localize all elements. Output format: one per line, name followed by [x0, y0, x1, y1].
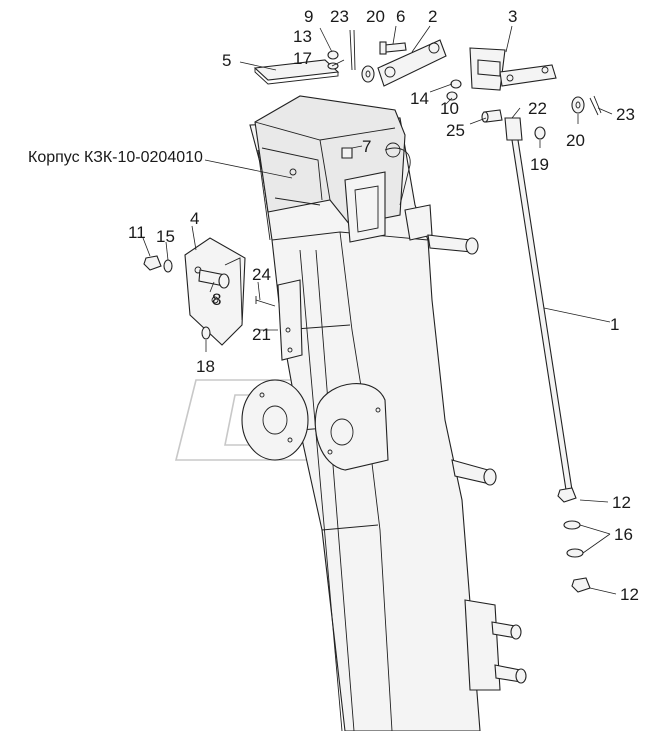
shaft-upper	[427, 234, 479, 255]
callout-14: 14	[410, 89, 429, 108]
part-24-bolt	[255, 296, 276, 307]
flange-left	[241, 379, 309, 461]
shaft-lower	[464, 599, 527, 691]
part-12-nut-upper	[557, 487, 577, 503]
callout-17: 17	[293, 49, 312, 68]
part-20-washer-top	[361, 65, 375, 83]
part-23-cotter-pin-right	[589, 95, 602, 116]
callout-6: 6	[396, 7, 405, 26]
callout-15: 15	[156, 227, 175, 246]
callout-18: 18	[196, 357, 215, 376]
part-3-bracket	[469, 47, 557, 91]
callout-12-lower: 12	[620, 585, 639, 604]
part-25-pin	[481, 109, 503, 123]
callout-9: 9	[304, 7, 313, 26]
flange-right	[314, 383, 389, 471]
part-15-washer	[163, 259, 173, 273]
callout-11: 11	[128, 223, 146, 242]
callout-25: 25	[446, 121, 465, 140]
part-12-nut-lower	[571, 577, 591, 593]
callout-2: 2	[428, 7, 437, 26]
top-housing	[254, 95, 433, 243]
callout-23-top: 23	[330, 7, 349, 26]
part-16-washer-lower	[566, 548, 584, 558]
callout-24: 24	[252, 265, 271, 284]
part-16-washer-upper	[563, 520, 581, 530]
callout-20-top: 20	[366, 7, 385, 26]
callout-22: 22	[528, 99, 547, 118]
part-13-nut	[327, 50, 339, 60]
callout-12-upper: 12	[612, 493, 631, 512]
part-2-link-plate	[377, 39, 447, 87]
callout-1: 1	[610, 315, 619, 334]
part-6-bolt	[379, 41, 407, 55]
callout-10: 10	[440, 99, 459, 118]
callout-labels: 1 2 3 4 5 6 7 8 9 10 11 12 12 13 14 15 1…	[128, 7, 639, 604]
part-22-fork-head	[504, 117, 523, 141]
part-7-bolt	[341, 147, 353, 159]
part-1-rod	[511, 139, 573, 491]
callout-4: 4	[190, 209, 199, 228]
part-14-washer	[450, 79, 462, 89]
callout-7: 7	[362, 137, 371, 156]
part-20-washer-right	[571, 96, 585, 114]
part-11-nut	[143, 255, 162, 271]
callout-16: 16	[614, 525, 633, 544]
callout-19: 19	[530, 155, 549, 174]
shaft-middle	[451, 459, 497, 486]
callout-8: 8	[212, 290, 221, 309]
callout-23-right: 23	[616, 105, 635, 124]
assembly-caption: Корпус КЗК-10-0204010	[28, 149, 203, 166]
leader-lines	[142, 25, 617, 595]
part-23-cotter-pin-top	[349, 29, 356, 71]
part-18-washer	[201, 326, 211, 340]
part-19-washer	[534, 126, 546, 140]
callout-3: 3	[508, 7, 517, 26]
part-21-plate	[277, 279, 303, 361]
part-10-nut	[446, 91, 458, 101]
callout-5: 5	[222, 51, 231, 70]
part-8-pin	[198, 269, 230, 289]
callout-21: 21	[252, 325, 271, 344]
callout-20-right: 20	[566, 131, 585, 150]
callout-13: 13	[293, 27, 312, 46]
part-4-bracket	[184, 237, 246, 346]
